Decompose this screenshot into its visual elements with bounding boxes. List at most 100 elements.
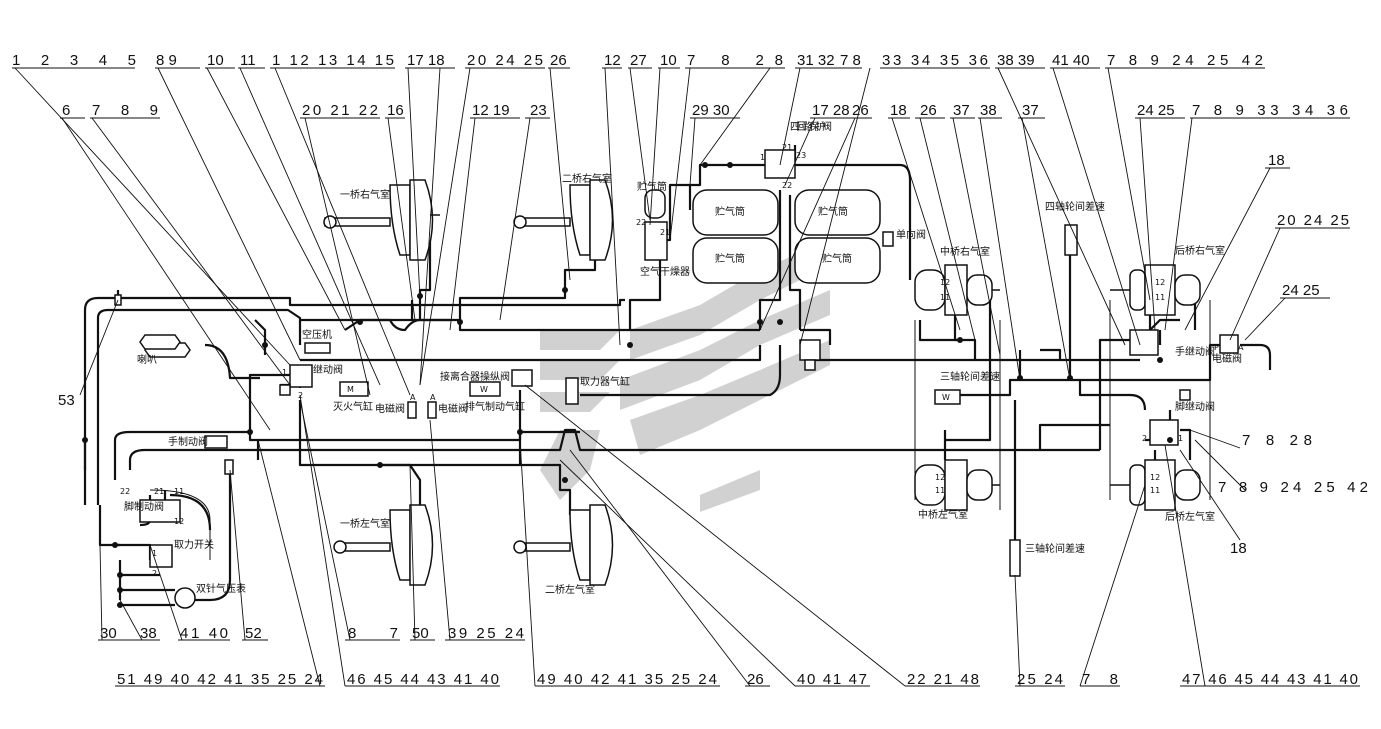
chamber-axle1-left bbox=[333, 504, 434, 586]
callout-top-21: 16 bbox=[387, 102, 404, 119]
callout-top-30: 38 bbox=[980, 102, 997, 119]
callout-top-27: 18 bbox=[890, 102, 907, 119]
callout-side-3: 18 bbox=[1230, 540, 1247, 557]
callout-top-4: 1 12 13 14 15 bbox=[272, 52, 394, 69]
callout-top-32: 24 25 bbox=[1137, 102, 1175, 119]
svg-text:12: 12 bbox=[174, 517, 184, 526]
foot-brake-valve-body bbox=[139, 499, 181, 523]
solenoid-valve-1-body bbox=[407, 401, 417, 419]
callout-bottom1-6: 39 25 24 bbox=[448, 625, 524, 642]
air-tank-3 bbox=[794, 189, 881, 236]
chamber-axle2-left bbox=[513, 504, 614, 586]
svg-text:2: 2 bbox=[152, 569, 157, 578]
callout-top-15: 38 39 bbox=[997, 52, 1035, 69]
callout-bottom2-5: 22 21 48 bbox=[907, 671, 979, 688]
callout-top-34: 18 bbox=[1268, 152, 1285, 169]
label-tank-4: 贮气筒 bbox=[822, 252, 852, 265]
air-tank-2 bbox=[692, 237, 779, 284]
svg-text:W: W bbox=[942, 393, 950, 402]
svg-text:22: 22 bbox=[120, 487, 130, 496]
svg-text:1: 1 bbox=[152, 549, 157, 558]
compressor-body bbox=[304, 342, 331, 354]
label-horn: 喇叭 bbox=[137, 354, 157, 366]
air-dryer-body bbox=[644, 221, 668, 261]
label-air-dryer: 空气干燥器 bbox=[640, 265, 690, 278]
watermark-logo bbox=[540, 240, 830, 512]
chamber-mid-left bbox=[914, 459, 1000, 511]
callout-bottom2-8: 47 46 45 44 43 41 40 bbox=[1182, 671, 1358, 688]
callout-top-0: 1 2 3 4 5 bbox=[12, 52, 136, 69]
callout-top-13: 7 8 bbox=[840, 52, 861, 69]
callout-top-17: 7 8 9 24 25 42 bbox=[1107, 52, 1263, 69]
svg-text:12: 12 bbox=[1150, 473, 1160, 482]
svg-text:2: 2 bbox=[298, 391, 303, 400]
callout-top-18: 6 bbox=[62, 102, 70, 119]
label-small-tank: 贮气筒 bbox=[637, 180, 667, 193]
air-tank-4 bbox=[794, 237, 881, 284]
callout-bottom1-1: 38 bbox=[140, 625, 157, 642]
callout-top-3: 11 bbox=[240, 52, 256, 69]
svg-text:1: 1 bbox=[760, 153, 765, 162]
svg-text:1: 1 bbox=[282, 368, 287, 377]
callout-top-16: 41 40 bbox=[1052, 52, 1090, 69]
label-clutch-valve: 接离合器操纵阀 bbox=[440, 370, 510, 383]
label-hand-brake-valve: 手制动阀 bbox=[168, 435, 208, 448]
label-solenoid-2: 电磁阀 bbox=[438, 402, 468, 415]
svg-text:11: 11 bbox=[174, 487, 184, 496]
callout-bottom1-2: 41 40 bbox=[180, 625, 228, 642]
label-solenoid-1: 电磁阀 bbox=[375, 402, 405, 415]
label-mid-left: 中桥左气室 bbox=[918, 508, 968, 521]
callout-top-2: 10 bbox=[207, 52, 224, 69]
chamber-rear-right bbox=[1110, 264, 1201, 316]
front-relay-valve-body bbox=[289, 364, 313, 388]
fittings bbox=[82, 162, 1173, 608]
label-axle3-diff-2: 三轴轮间差速 bbox=[1025, 542, 1085, 555]
label-mid-right: 中桥右气室 bbox=[940, 245, 990, 258]
callout-top-29: 37 bbox=[953, 102, 970, 119]
label-axle2-left: 二桥左气室 bbox=[545, 583, 595, 596]
check-valve-body bbox=[882, 231, 894, 247]
label-foot-brake-valve: 脚制动阀 bbox=[124, 500, 164, 513]
callout-top-14: 33 34 35 36 bbox=[882, 52, 988, 69]
label-axle4-diff: 四轴轮间差速 bbox=[1045, 200, 1105, 213]
axle3-diff-2-body bbox=[1009, 539, 1021, 577]
callout-bottom2-6: 25 24 bbox=[1017, 671, 1063, 688]
axle4-diff-body bbox=[1064, 224, 1078, 256]
foot-relay-valve-rear-body bbox=[1149, 419, 1179, 446]
air-tank-1 bbox=[692, 189, 779, 236]
svg-text:12: 12 bbox=[935, 473, 945, 482]
svg-text:21: 21 bbox=[782, 143, 792, 152]
callout-top-19: 7 8 9 bbox=[92, 102, 158, 119]
dual-gauge-body bbox=[174, 587, 196, 609]
callout-top-25: 17 28 bbox=[812, 102, 850, 119]
callout-top-20: 20 21 22 bbox=[302, 102, 378, 119]
hand-brake-valve-body bbox=[204, 435, 228, 449]
callout-top-31: 37 bbox=[1022, 102, 1039, 119]
callout-bottom2-4: 40 41 47 bbox=[797, 671, 867, 688]
thin-lines bbox=[149, 300, 1211, 560]
callout-side-0: 53 bbox=[58, 392, 75, 409]
svg-text:M: M bbox=[347, 385, 354, 394]
label-tank-3: 贮气筒 bbox=[818, 205, 848, 218]
svg-text:P: P bbox=[1214, 343, 1219, 352]
callout-bottom2-3: 26 bbox=[747, 671, 764, 688]
callout-top-7: 26 bbox=[550, 52, 567, 69]
chamber-axle1-right bbox=[323, 179, 440, 261]
label-hand-relay: 手继动阀 bbox=[1175, 345, 1215, 358]
label-rear-right: 后桥右气室 bbox=[1175, 244, 1225, 257]
label-dual-gauge: 双针气压表 bbox=[196, 582, 246, 595]
callout-top-24: 29 30 bbox=[692, 102, 730, 119]
label-axle2-right: 二桥右气室 bbox=[562, 172, 612, 185]
callout-top-5: 17 18 bbox=[407, 52, 445, 69]
fire-cylinder-body bbox=[339, 381, 369, 397]
hand-relay-valve-body bbox=[1129, 329, 1159, 356]
callout-top-36: 24 25 bbox=[1282, 282, 1320, 299]
callout-bottom1-3: 52 bbox=[245, 625, 262, 642]
callout-top-6: 20 24 25 bbox=[467, 52, 543, 69]
label-foot-relay-rear: 脚继动阀 bbox=[1175, 400, 1215, 413]
chamber-axle2-right bbox=[513, 179, 614, 261]
callout-top-11: 7 8 28 bbox=[687, 52, 783, 69]
clutch-valve-body bbox=[511, 369, 533, 387]
label-pto-cylinder: 取力器气缸 bbox=[580, 375, 630, 388]
